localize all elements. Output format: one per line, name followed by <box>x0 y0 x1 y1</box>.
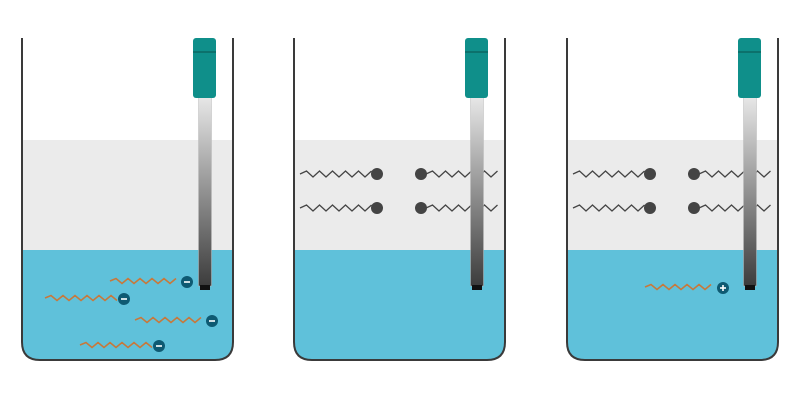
beaker-right <box>566 38 779 361</box>
electrode-body <box>470 95 484 287</box>
organic-phase <box>22 140 233 250</box>
electrode-cap <box>738 38 761 98</box>
beaker-outline <box>21 38 234 361</box>
ion-tail <box>644 283 712 291</box>
electrode-tip <box>472 285 482 290</box>
beaker-outline <box>293 38 506 361</box>
surfactant-head <box>371 202 383 214</box>
beaker-contents <box>294 140 505 360</box>
organic-phase <box>567 140 778 250</box>
beaker-outline <box>566 38 779 361</box>
surfactant-tail <box>698 170 771 178</box>
surfactant-tail <box>698 204 771 212</box>
surfactant-head <box>415 202 427 214</box>
surfactant-head <box>644 168 656 180</box>
electrode-icon <box>193 38 216 290</box>
surfactant-head <box>688 202 700 214</box>
electrode-tip <box>200 285 210 290</box>
aqueous-phase <box>567 250 778 360</box>
surfactant-head <box>371 168 383 180</box>
surfactant-head <box>688 168 700 180</box>
electrode-icon <box>738 38 761 290</box>
surfactant-tail <box>299 170 372 178</box>
beaker-left <box>21 38 234 361</box>
electrode-cap <box>193 38 216 98</box>
surfactant-tail <box>425 204 498 212</box>
ion-tail <box>134 316 202 324</box>
surfactant-head <box>644 202 656 214</box>
ion-tail <box>79 341 153 349</box>
electrode-body <box>743 95 757 287</box>
electrode-body <box>198 95 212 287</box>
organic-phase <box>294 140 505 250</box>
electrode-tip <box>745 285 755 290</box>
surfactant-tail <box>425 170 498 178</box>
beaker-contents <box>22 140 233 360</box>
electrode-cap <box>465 38 488 98</box>
beaker-middle <box>293 38 506 361</box>
surfactant-tail <box>299 204 372 212</box>
electrode-icon <box>465 38 488 290</box>
aqueous-phase <box>22 250 233 360</box>
ion-tail <box>44 294 118 302</box>
surfactant-tail <box>572 204 645 212</box>
beaker-contents <box>567 140 778 360</box>
aqueous-phase <box>294 250 505 360</box>
surfactant-tail <box>572 170 645 178</box>
surfactant-head <box>415 168 427 180</box>
ion-tail <box>109 277 177 285</box>
